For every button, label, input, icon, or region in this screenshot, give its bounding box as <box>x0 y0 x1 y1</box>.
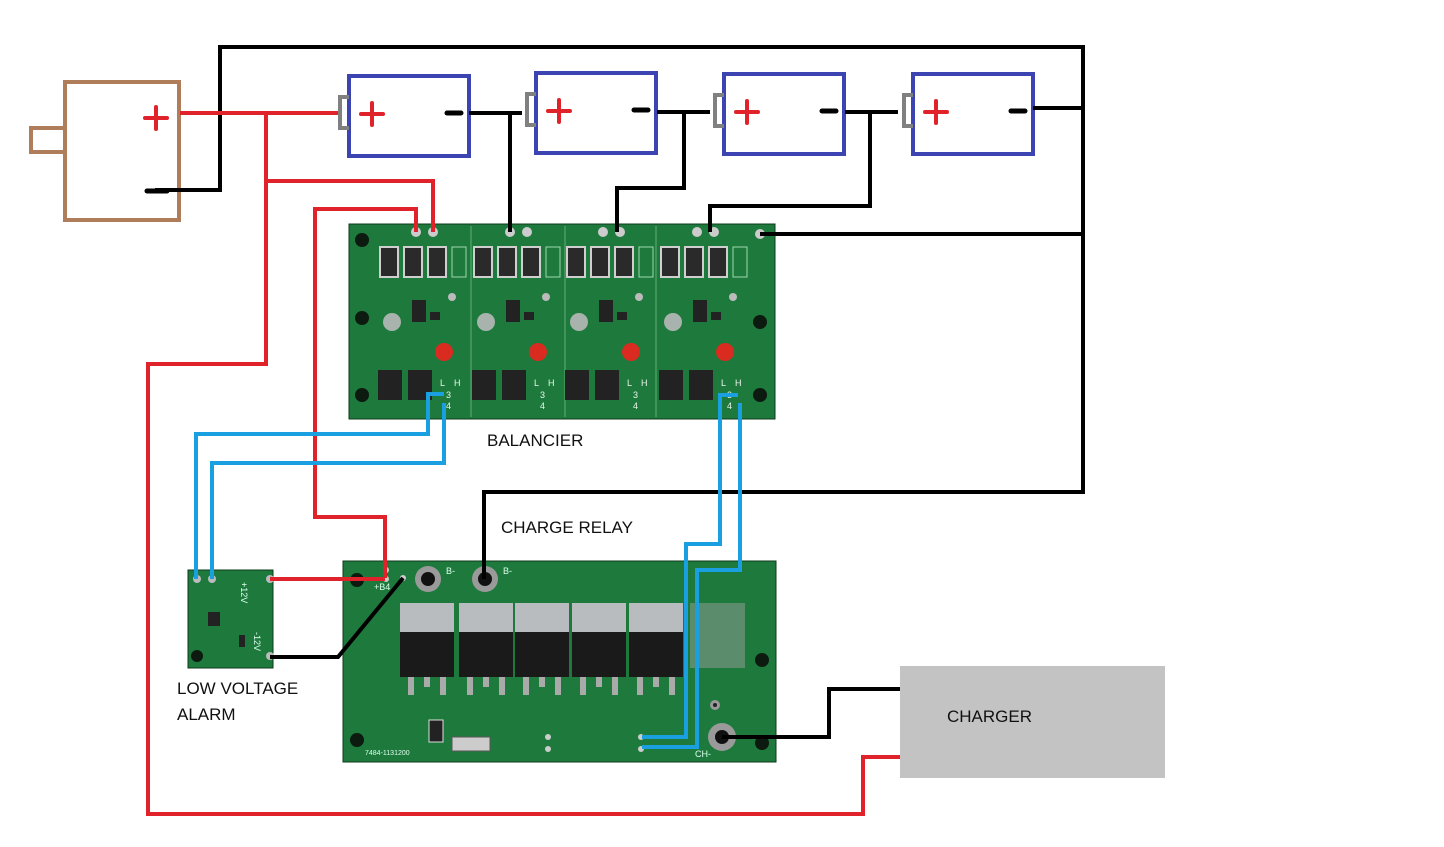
optocoupler <box>565 370 589 400</box>
battery-cells <box>338 71 1035 158</box>
plus-icon <box>359 101 385 127</box>
pin-label-h: H <box>735 378 742 388</box>
mosfet <box>400 603 454 695</box>
resistor-2r0 <box>497 246 517 278</box>
resistor-2r0 <box>379 246 399 278</box>
optocoupler <box>689 370 713 400</box>
led-clear <box>570 313 588 331</box>
wire-charger-negative <box>722 687 900 739</box>
cell-terminal-cap <box>902 93 913 128</box>
resistor-2r0 <box>427 246 447 278</box>
charger-box <box>900 666 1165 778</box>
alarm-pin-minus12v: -12V <box>252 632 262 652</box>
wire-signal-relay-3 <box>642 393 738 739</box>
resistor-2r0 <box>403 246 423 278</box>
wire-signal-alarm-3 <box>194 392 444 579</box>
load-terminals <box>143 105 170 194</box>
pin-label-3: 3 <box>633 390 638 400</box>
led-red <box>622 343 640 361</box>
resistor-2r0 <box>590 246 610 278</box>
pin-label-h: H <box>641 378 648 388</box>
wire-positive-to-charger <box>146 181 900 816</box>
pin-label-4: 4 <box>446 401 451 411</box>
low-voltage-alarm-label-line1: LOW VOLTAGE <box>177 679 299 698</box>
pin-label-l: L <box>627 378 632 388</box>
led-clear <box>383 313 401 331</box>
alarm-pin-plus12v: +12V <box>239 582 249 604</box>
relay-pad-ch-minus: CH- <box>695 749 711 759</box>
wire-signal-alarm-4 <box>210 403 446 579</box>
balancer-label: BALANCIER <box>487 431 584 450</box>
charge-relay-board <box>342 560 777 763</box>
pin-label-l: L <box>721 378 726 388</box>
low-voltage-alarm-board <box>187 569 274 669</box>
mosfet <box>629 603 683 695</box>
led-red <box>529 343 547 361</box>
pin-label-4: 4 <box>633 401 638 411</box>
charge-relay-label: CHARGE RELAY <box>501 518 633 537</box>
battery-cell-3 <box>713 72 846 156</box>
wire-tap-3 <box>708 112 872 232</box>
pin-label-h: H <box>548 378 555 388</box>
pin-label-l: L <box>534 378 539 388</box>
resistor-2r0 <box>521 246 541 278</box>
charger-label: CHARGER <box>947 707 1033 726</box>
relay-pad-b4: +B4 <box>374 582 391 592</box>
wire-alarm-negative <box>270 576 405 659</box>
led-clear <box>664 313 682 331</box>
positive-wires <box>146 111 900 816</box>
optocoupler <box>472 370 496 400</box>
low-voltage-alarm-label-line2: ALARM <box>177 705 236 724</box>
led-clear <box>477 313 495 331</box>
battery-cell-1 <box>338 74 471 158</box>
pin-label-l: L <box>440 378 445 388</box>
plus-icon <box>734 99 760 125</box>
battery-cell-2 <box>525 71 658 155</box>
wire-signal-relay-4 <box>642 403 742 749</box>
mosfet <box>572 603 626 695</box>
wire-load-negative <box>155 45 1085 579</box>
plus-icon <box>546 98 572 124</box>
pin-label-4: 4 <box>727 401 732 411</box>
signal-wires <box>194 392 742 749</box>
resistor-2r0 <box>473 246 493 278</box>
pin-label-4: 4 <box>540 401 545 411</box>
wire-tap-2 <box>615 112 686 232</box>
optocoupler <box>378 370 402 400</box>
led-red <box>435 343 453 361</box>
load-device <box>29 80 181 222</box>
cell-terminal-cap <box>338 95 349 130</box>
pin-label-3: 3 <box>446 390 451 400</box>
relay-board-code: 7484-1131200 <box>365 750 410 757</box>
led-red <box>716 343 734 361</box>
plus-icon <box>923 99 949 125</box>
optocoupler <box>595 370 619 400</box>
resistor-2r0 <box>708 246 728 278</box>
resistor-2r0 <box>660 246 680 278</box>
pin-label-h: H <box>454 378 461 388</box>
mosfet <box>459 603 513 695</box>
resistor-2r0 <box>684 246 704 278</box>
cell-terminal-cap <box>713 93 724 128</box>
battery-cell-4 <box>902 72 1035 156</box>
negative-wires <box>155 45 1085 739</box>
mosfet <box>515 603 569 695</box>
optocoupler <box>502 370 526 400</box>
optocoupler <box>659 370 683 400</box>
relay-pad-b-minus-2: B- <box>503 566 512 576</box>
wire-positive-to-balancer <box>264 113 435 232</box>
resistor-2r0 <box>566 246 586 278</box>
resistor-2r0 <box>614 246 634 278</box>
plus-icon <box>143 105 169 131</box>
wire-balancer-to-relay <box>313 207 418 578</box>
pin-label-3: 3 <box>540 390 545 400</box>
relay-pad-b-minus-1: B- <box>446 566 455 576</box>
cell-terminal-cap <box>525 92 536 127</box>
